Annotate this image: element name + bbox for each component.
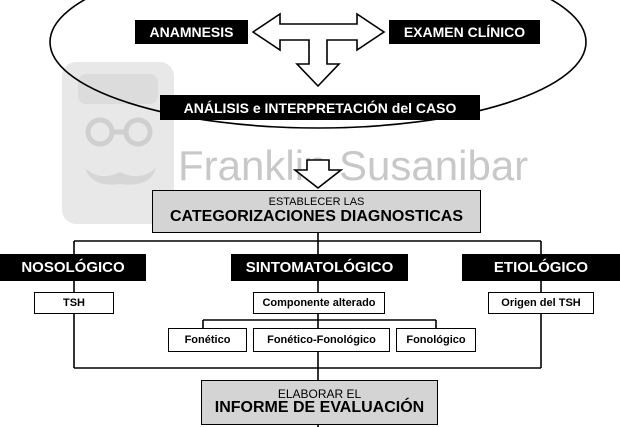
categorizaciones-top-label: ESTABLECER LAS [268,196,365,209]
node-categorizaciones: ESTABLECER LAS CATEGORIZACIONES DIAGNOST… [152,190,481,233]
node-examen-clinico: EXAMEN CLÍNICO [389,20,540,44]
categorizaciones-main-label: CATEGORIZACIONES DIAGNOSTICAS [169,207,464,225]
node-analisis: ANÁLISIS e INTERPRETACIÓN del CASO [160,95,480,120]
informe-top-label: ELABORAR EL [277,386,362,401]
node-fonetico: Fonético [168,328,247,352]
node-fonetico-fonologico: Fonético-Fonológico [253,328,390,352]
node-informe: ELABORAR EL INFORME DE EVALUACIÓN [201,380,438,425]
node-tsh: TSH [34,292,114,314]
node-etiologico: ETIOLÓGICO [462,254,620,281]
watermark-text: Franklin Susanibar [178,142,529,189]
node-origen-tsh: Origen del TSH [488,292,594,314]
node-sintomatologico: SINTOMATOLÓGICO [231,254,408,281]
node-nosologico: NOSOLÓGICO [0,254,146,281]
informe-main-label: INFORME DE EVALUACIÓN [214,399,425,417]
node-fonologico: Fonológico [396,328,476,352]
node-anamnesis: ANAMNESIS [135,20,248,44]
node-componente-alterado: Componente alterado [253,292,385,314]
